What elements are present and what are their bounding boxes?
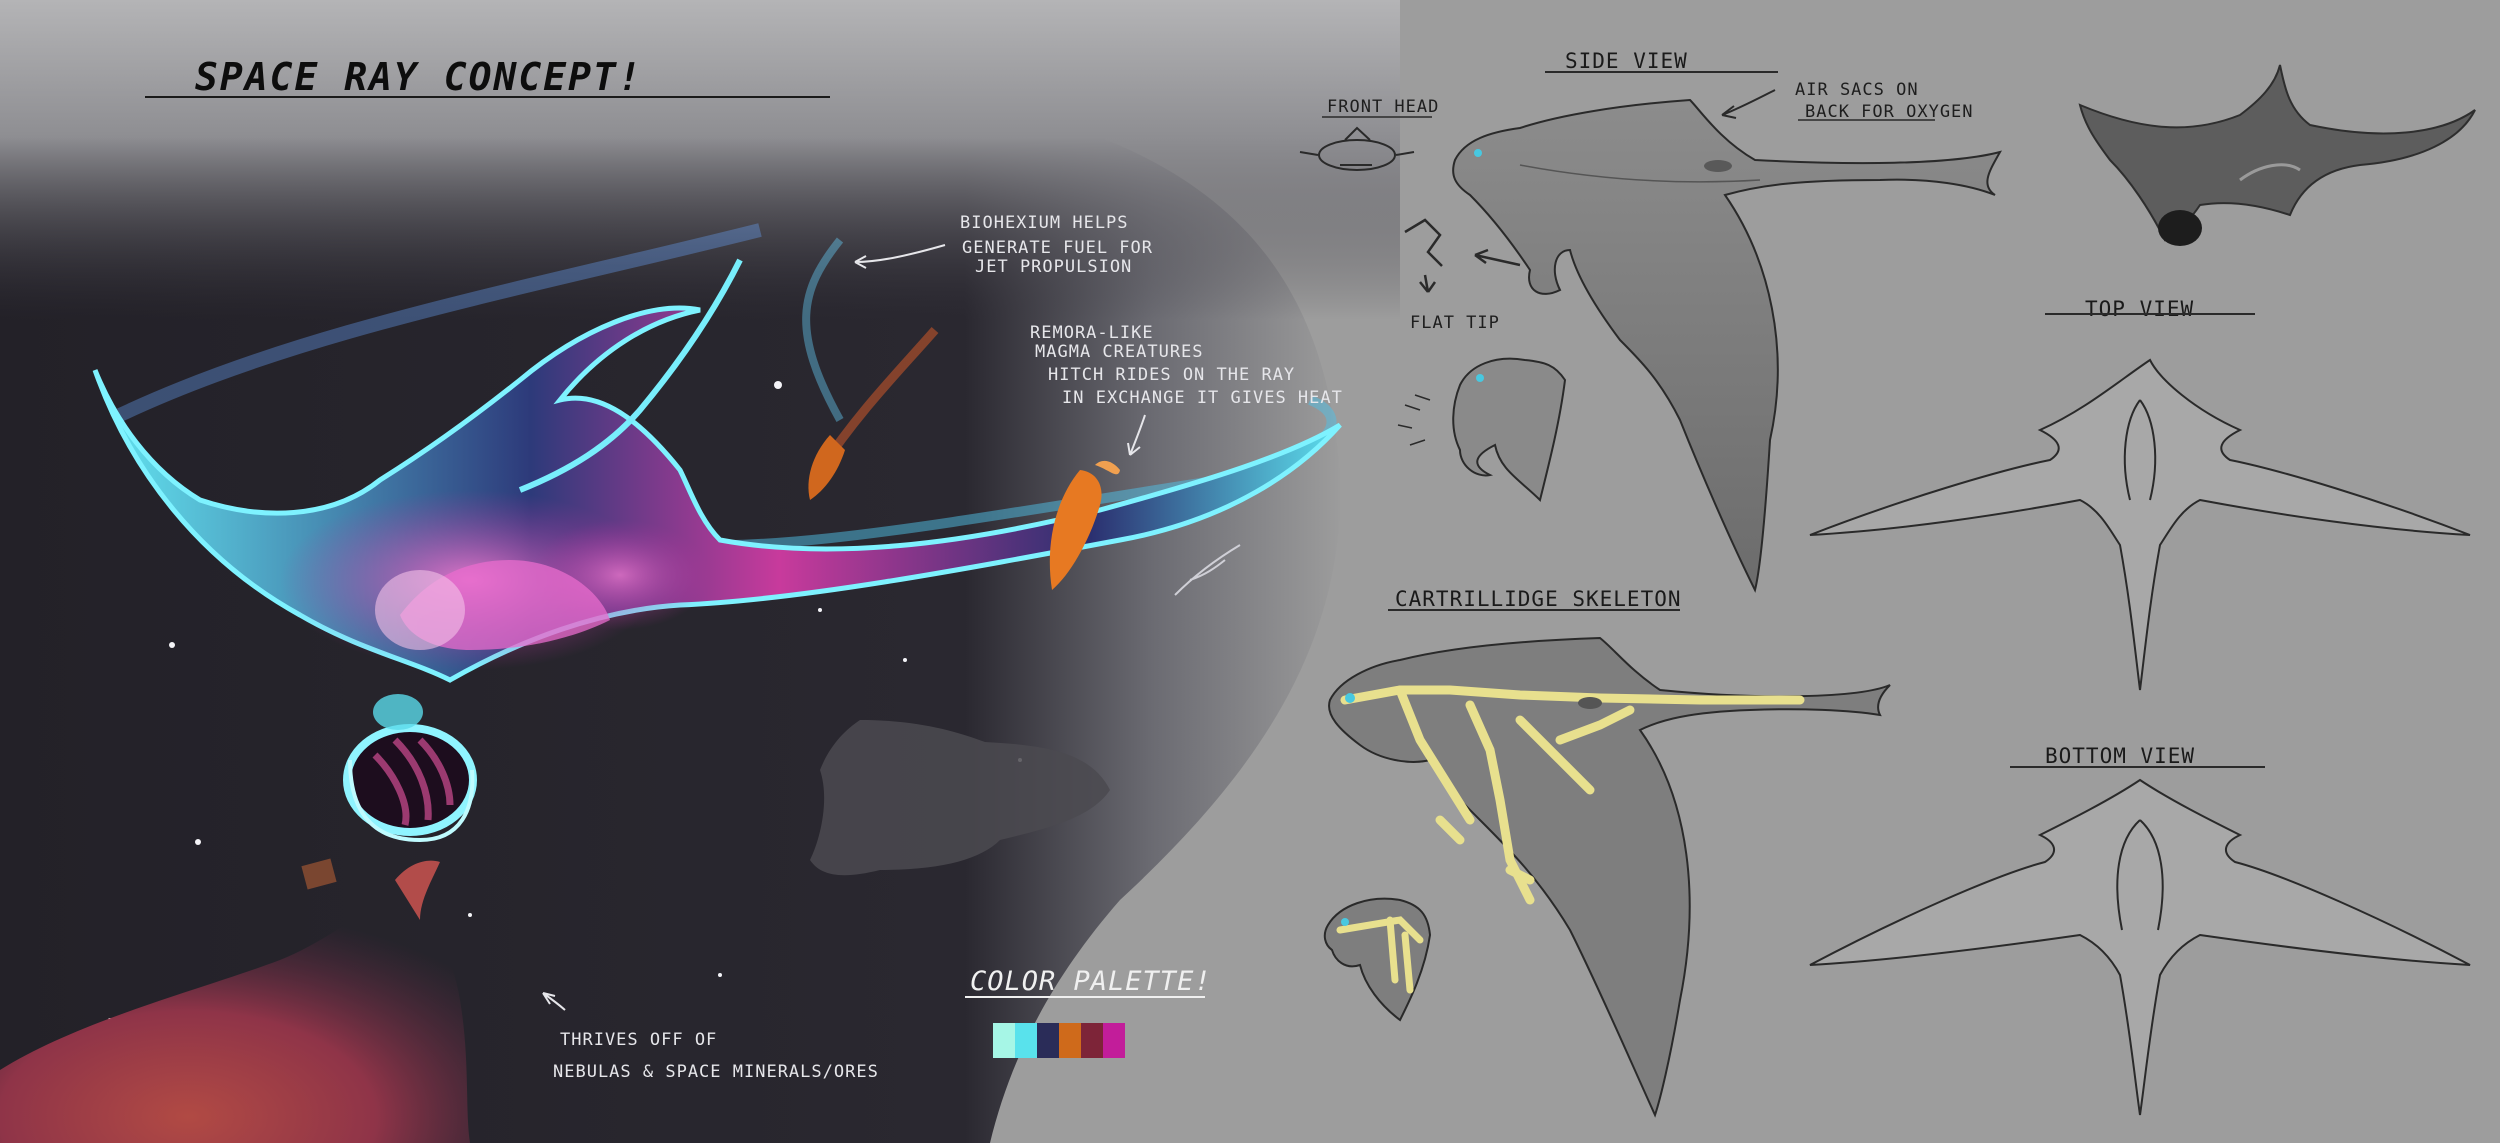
remora-note-line-4: IN EXCHANGE IT GIVES HEAT <box>1062 388 1343 408</box>
remora-note-line-1: REMORA-LIKE <box>1030 323 1154 343</box>
front-head-label: FRONT HEAD <box>1327 97 1439 117</box>
air-sacs-note: AIR SACS ON BACK FOR OXYGEN <box>1721 80 1974 122</box>
remora-note-line-3: HITCH RIDES ON THE RAY <box>1048 365 1295 385</box>
palette-swatch <box>1103 1023 1125 1058</box>
nebula-plume <box>0 858 470 1143</box>
side-view-sketch <box>1452 98 2003 593</box>
top-view-label: TOP VIEW <box>2085 297 2194 321</box>
skeleton-label: CARTRILLIDGE SKELETON <box>1395 587 1682 611</box>
thrives-note: THRIVES OFF OF NEBULAS & SPACE MINERALS/… <box>542 992 879 1082</box>
bottom-view-sketch <box>1809 778 2471 1116</box>
air-sacs-arrow-icon <box>1721 89 1776 119</box>
palette-swatch <box>993 1023 1015 1058</box>
color-palette-title: COLOR PALETTE! <box>970 966 1212 997</box>
side-view-label: SIDE VIEW <box>1565 49 1688 73</box>
remora-note: REMORA-LIKE MAGMA CREATURES HITCH RIDES … <box>1030 323 1343 456</box>
magma-remora-creatures <box>808 435 1120 590</box>
three-quarter-render <box>2078 64 2476 246</box>
biohexium-note-line-3: JET PROPULSION <box>975 257 1132 277</box>
space-ray-illustration <box>92 258 1342 843</box>
air-sac <box>1704 160 1732 172</box>
front-head-sketch <box>1299 126 1415 171</box>
head-detail-sketch <box>1397 357 1567 502</box>
biohexium-note: BIOHEXIUM HELPS GENERATE FUEL FOR JET PR… <box>854 213 1153 277</box>
thrives-arrow-icon <box>542 992 566 1011</box>
palette-swatch <box>1015 1023 1037 1058</box>
top-view-sketch <box>1809 358 2471 691</box>
air-sacs-note-line-2: BACK FOR OXYGEN <box>1805 102 1974 122</box>
flat-tip-label: FLAT TIP <box>1410 313 1500 333</box>
thrives-note-line-2: NEBULAS & SPACE MINERALS/ORES <box>553 1062 879 1082</box>
biohexium-note-line-1: BIOHEXIUM HELPS <box>960 213 1129 233</box>
palette-swatch <box>1059 1023 1081 1058</box>
palette-swatch <box>1081 1023 1103 1058</box>
cartilage-bones <box>1340 685 1805 905</box>
skeleton-head-sketch <box>1323 897 1432 1022</box>
artist-signature <box>1174 544 1241 596</box>
remora-arrow-icon <box>1127 414 1146 456</box>
biohexium-note-line-2: GENERATE FUEL FOR <box>962 238 1153 258</box>
page-title: SPACE RAY CONCEPT! <box>195 55 643 99</box>
color-palette: COLOR PALETTE! <box>965 966 1212 1058</box>
biohexium-arrow-icon <box>854 244 946 269</box>
remora-note-line-2: MAGMA CREATURES <box>1035 342 1204 362</box>
bottom-view-label: BOTTOM VIEW <box>2045 744 2195 768</box>
flat-tip-sketch <box>1404 218 1521 293</box>
thrives-note-line-1: THRIVES OFF OF <box>560 1030 717 1050</box>
shadow-silhouette <box>810 720 1110 876</box>
side-view-eye <box>1474 149 1482 157</box>
palette-swatches <box>993 1023 1125 1058</box>
palette-swatch <box>1037 1023 1059 1058</box>
air-sacs-note-line-1: AIR SACS ON <box>1795 80 1919 100</box>
skeleton-sketch <box>1328 636 1891 1118</box>
